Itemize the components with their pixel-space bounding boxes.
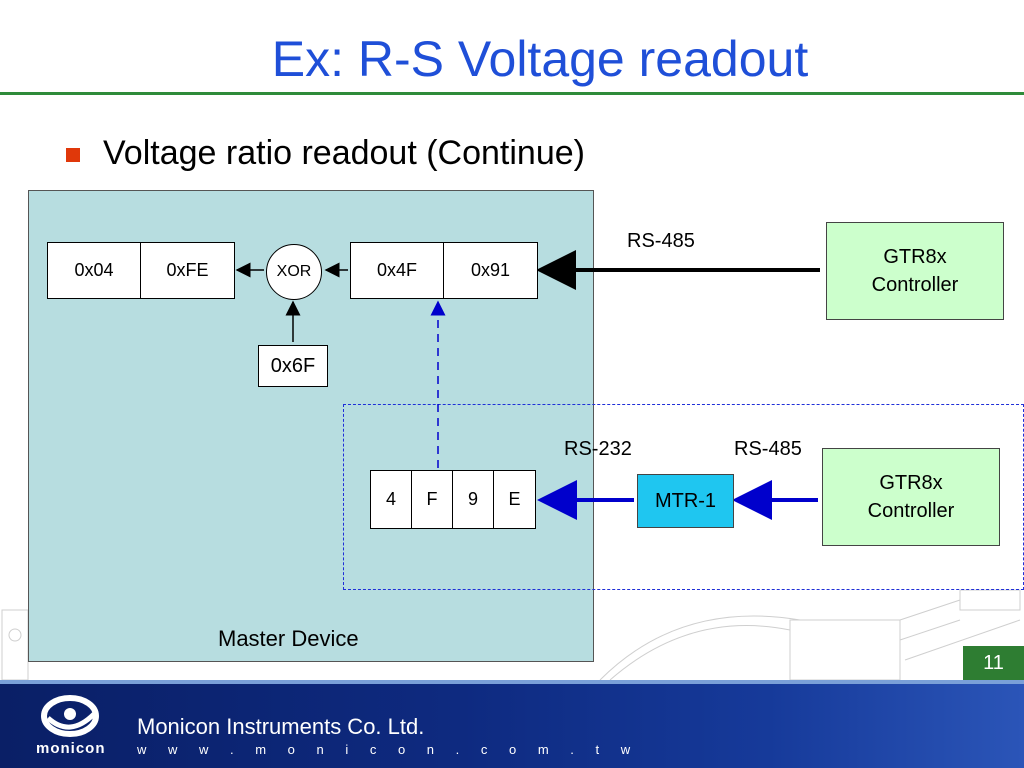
- master-device-label: Master Device: [218, 626, 359, 651]
- received-byte-1: 0x4F: [351, 243, 444, 298]
- received-register: 0x4F 0x91: [350, 242, 538, 299]
- logo-wordmark: monicon: [36, 740, 106, 757]
- page-number-badge: 11: [963, 646, 1024, 680]
- controller-top-line2: Controller: [871, 274, 959, 296]
- gtr8x-controller-bottom: GTR8x Controller: [822, 448, 1000, 546]
- bullet-text: Voltage ratio readout (Continue): [103, 134, 585, 172]
- ascii-char-3: 9: [453, 471, 494, 528]
- controller-bottom-line1: GTR8x: [879, 472, 943, 494]
- ascii-register: 4 F 9 E: [370, 470, 536, 529]
- footer-bar: [0, 684, 1024, 768]
- rs485-bottom-label: RS-485: [734, 438, 802, 460]
- rs485-top-label: RS-485: [627, 230, 695, 252]
- monicon-logo-icon: [41, 695, 99, 737]
- rs232-label: RS-232: [564, 438, 632, 460]
- bullet-square-icon: [66, 148, 80, 162]
- controller-bottom-line2: Controller: [867, 500, 955, 522]
- slide-title: Ex: R-S Voltage readout: [271, 31, 809, 87]
- xor-key-box: 0x6F: [258, 345, 328, 387]
- result-byte-2: 0xFE: [166, 260, 209, 280]
- footer-divider: [0, 680, 1024, 684]
- company-website: w w w . m o n i c o n . c o m . t w: [137, 742, 640, 757]
- mtr-1-box: MTR-1: [637, 474, 734, 528]
- ascii-char-4: E: [508, 489, 521, 509]
- company-name: Monicon Instruments Co. Ltd.: [137, 714, 425, 739]
- title-divider: [0, 92, 1024, 95]
- result-byte-1: 0x04: [48, 243, 141, 298]
- xor-gate: XOR: [266, 244, 322, 300]
- controller-top-line1: GTR8x: [883, 246, 947, 268]
- gtr8x-controller-top: GTR8x Controller: [826, 222, 1004, 320]
- result-register: 0x04 0xFE: [47, 242, 235, 299]
- received-byte-2: 0x91: [470, 260, 511, 280]
- ascii-char-1: 4: [371, 471, 412, 528]
- ascii-char-2: F: [412, 471, 453, 528]
